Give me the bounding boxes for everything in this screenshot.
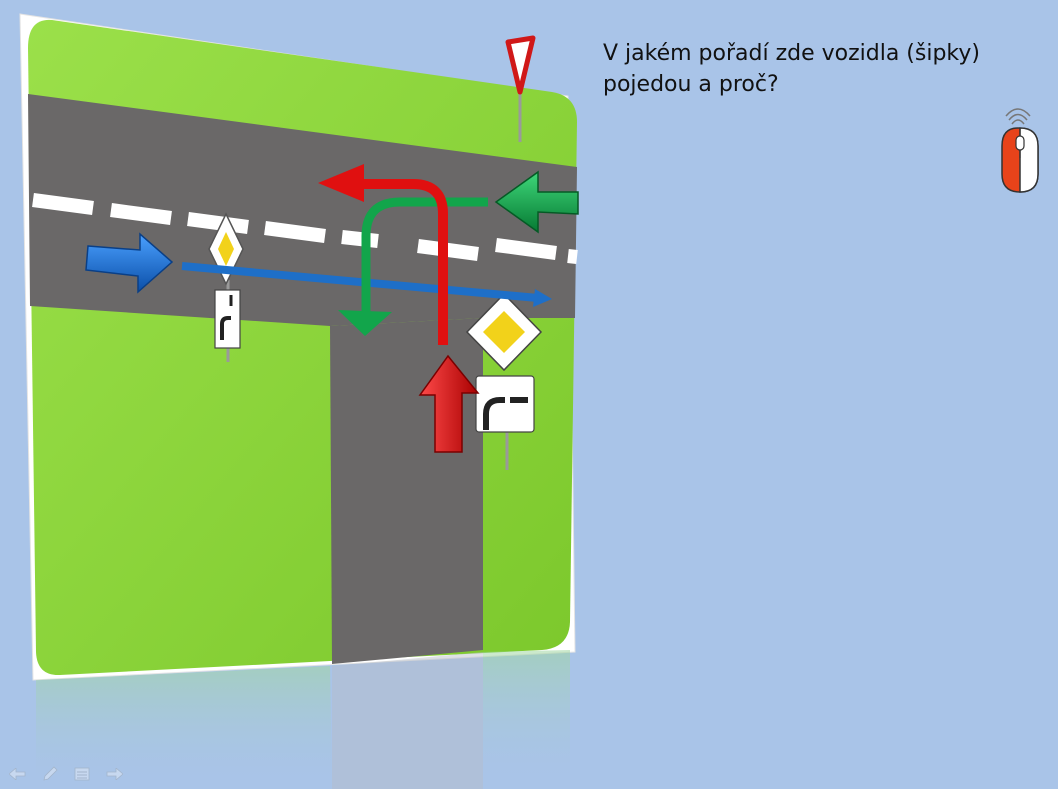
pen-icon[interactable] xyxy=(38,764,62,784)
main-road-sign-large xyxy=(465,292,543,470)
mouse-click-icon[interactable] xyxy=(996,100,1046,201)
main-road-sign-small xyxy=(208,212,244,362)
question-text: V jakém pořadí zde vozidla (šipky) pojed… xyxy=(603,41,980,97)
blue-vehicle-arrow xyxy=(85,232,174,294)
give-way-sign xyxy=(505,35,536,142)
menu-icon[interactable] xyxy=(70,764,94,784)
next-slide-icon[interactable] xyxy=(102,764,126,784)
prev-slide-icon[interactable] xyxy=(6,764,30,784)
green-path-arrow xyxy=(338,197,488,336)
red-vehicle-arrow xyxy=(418,354,480,453)
board-reflection xyxy=(36,666,332,789)
red-path-arrow xyxy=(318,164,448,345)
blue-path-arrow xyxy=(181,262,552,307)
green-vehicle-arrow xyxy=(494,170,579,234)
slide-navigation xyxy=(6,764,126,784)
